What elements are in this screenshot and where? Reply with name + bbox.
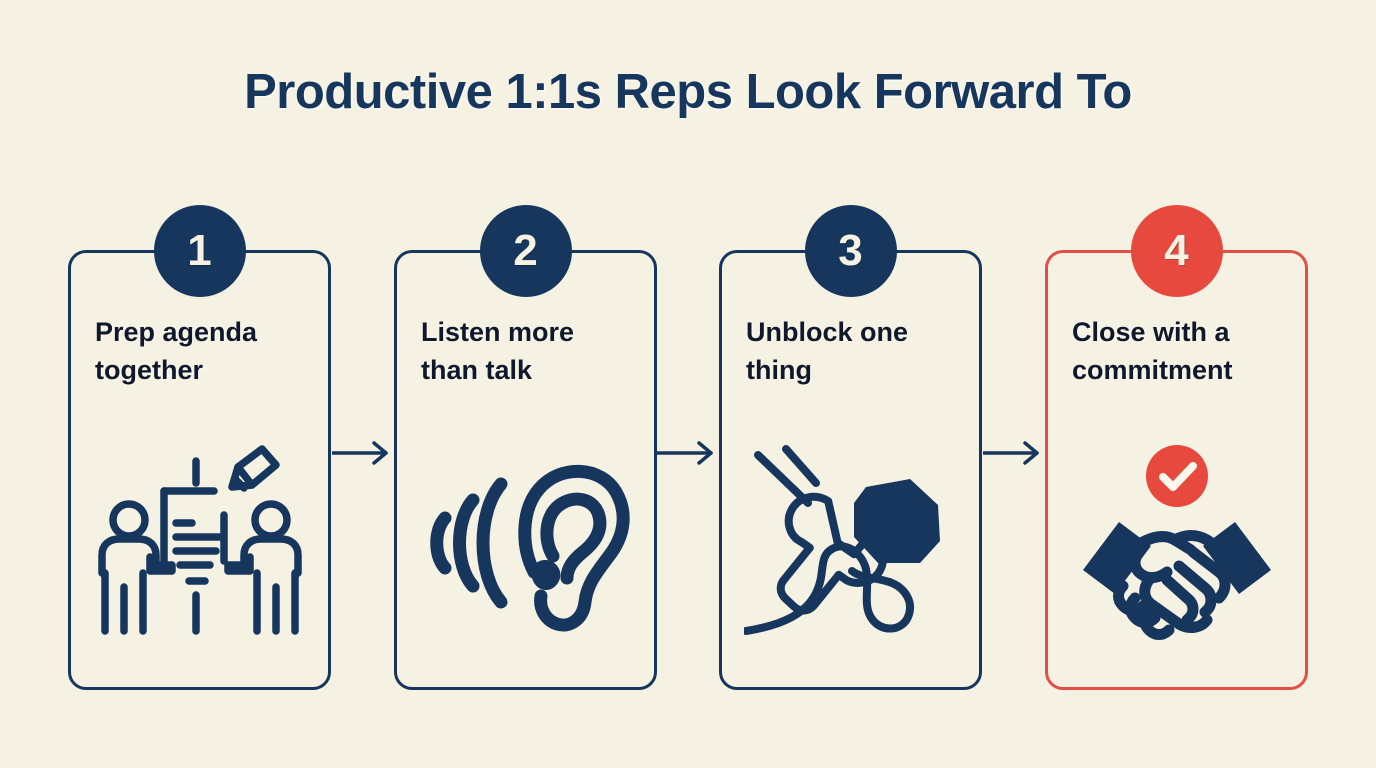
wrench-boulder-path-icon (722, 425, 979, 661)
arrow-right-icon (983, 441, 1039, 465)
check-circle-icon (1145, 445, 1208, 507)
step-card-4: 4 Close with a commitment (1045, 205, 1308, 690)
step-card-2: 2 Listen more than talk (394, 205, 657, 690)
arrow-2-to-3 (657, 440, 721, 466)
step-card-1: 1 Prep agenda together (68, 205, 331, 690)
page-title: Productive 1:1s Reps Look Forward To (244, 65, 1132, 119)
step-label-3: Unblock one thing (746, 317, 909, 386)
two-people-document-pencil-icon (71, 425, 328, 661)
step-card-3: 3 Unblock one thing (719, 205, 982, 690)
step-label-2: Listen more than talk (421, 317, 575, 386)
ear-listening-soundwaves-icon (397, 425, 654, 661)
arrow-right-icon (657, 441, 713, 465)
arrow-right-icon (332, 441, 388, 465)
handshake-check-icon (1048, 425, 1305, 661)
arrow-3-to-4 (983, 440, 1047, 466)
step-number-badge-1: 1 (153, 205, 246, 297)
step-number-badge-4: 4 (1130, 205, 1223, 297)
step-label-4: Close with a commitment (1072, 317, 1233, 386)
step-number-badge-3: 3 (804, 205, 897, 297)
steps-flow: 1 Prep agenda together (0, 205, 1376, 692)
arrow-1-to-2 (332, 440, 396, 466)
step-label-1: Prep agenda together (95, 317, 258, 386)
step-number-badge-2: 2 (479, 205, 572, 297)
